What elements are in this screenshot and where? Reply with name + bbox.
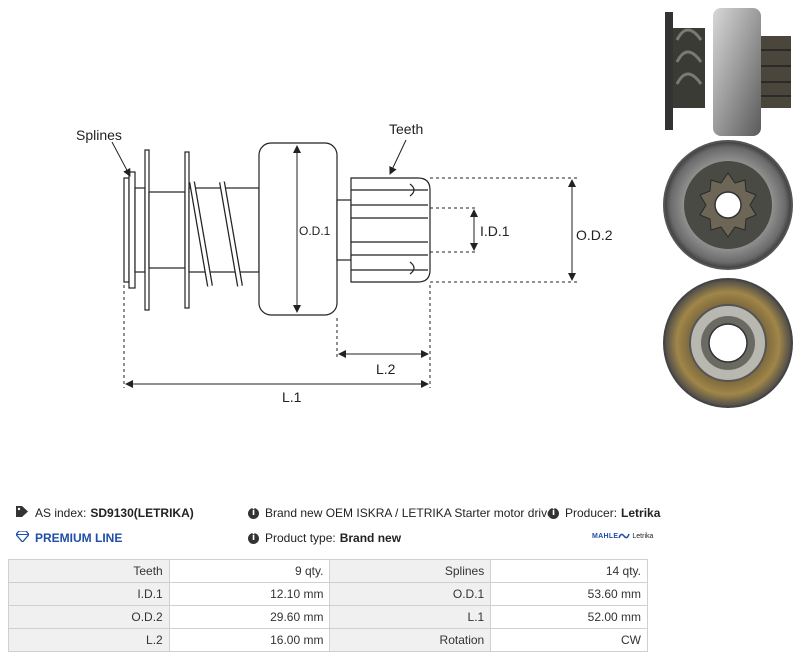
tag-icon (16, 506, 29, 520)
photo-rear-view (663, 278, 793, 408)
label-l2: L.2 (376, 361, 396, 377)
spec-value: 12.10 mm (168, 582, 331, 606)
producer-value: Letrika (621, 506, 661, 520)
label-od1: O.D.1 (299, 224, 331, 238)
spec-value: CW (490, 628, 648, 652)
spec-value: 52.00 mm (490, 605, 648, 629)
technical-drawing: Splines Teeth O.D.1 I.D.1 O.D.2 L.2 L.1 (76, 121, 613, 405)
info-icon: i (548, 507, 559, 519)
label-l1: L.1 (282, 389, 302, 405)
logo-wave-icon (618, 533, 631, 539)
spec-value: 14 qty. (490, 559, 648, 583)
product-photos (663, 8, 793, 408)
premium-line: PREMIUM LINE (15, 530, 122, 545)
spec-label: L.1 (329, 605, 492, 629)
producer: i Producer: Letrika (548, 506, 660, 520)
info-icon: i (248, 532, 259, 544)
spec-label: Splines (329, 559, 492, 583)
label-splines: Splines (76, 127, 122, 143)
as-index: AS index: SD9130(LETRIKA) (16, 506, 194, 520)
left-flange (144, 149, 150, 311)
spec-label: O.D.1 (329, 582, 492, 606)
inner-flange (184, 151, 190, 309)
label-od2: O.D.2 (576, 227, 613, 243)
label-id1: I.D.1 (480, 223, 510, 239)
spec-label: L.2 (8, 628, 170, 652)
label-teeth: Teeth (389, 121, 423, 137)
spec-value: 53.60 mm (490, 582, 648, 606)
photo-front-view (663, 140, 793, 270)
product-type-value: Brand new (339, 531, 402, 545)
mahle-letrika-logo: MAHLE Letrika (592, 532, 654, 540)
spec-value: 29.60 mm (168, 605, 331, 629)
spec-label: I.D.1 (8, 582, 170, 606)
product-info: AS index: SD9130(LETRIKA) i Brand new OE… (0, 500, 660, 550)
spec-label: Rotation (329, 628, 492, 652)
description: i Brand new OEM ISKRA / LETRIKA Starter … (248, 506, 554, 520)
spec-value: 16.00 mm (168, 628, 331, 652)
info-icon: i (248, 507, 259, 519)
pinion (350, 177, 431, 283)
spec-label: O.D.2 (8, 605, 170, 629)
spec-value: 9 qty. (168, 559, 331, 583)
spline-end (123, 177, 130, 283)
diamond-icon (15, 530, 30, 545)
as-index-value: SD9130(LETRIKA) (90, 506, 194, 520)
spec-label: Teeth (8, 559, 170, 583)
product-type: i Product type: Brand new (248, 531, 401, 545)
photo-side-view (665, 8, 791, 136)
